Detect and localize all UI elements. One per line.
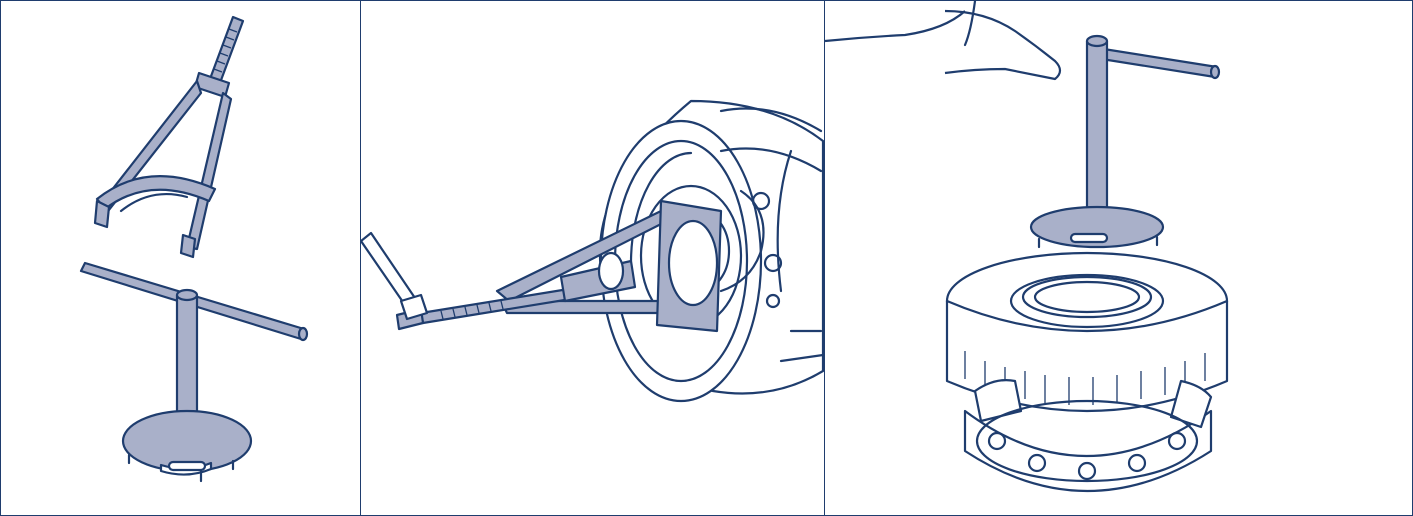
hand [825,1,1062,81]
panel-divider [360,0,361,516]
hub-drawing [361,99,824,403]
tools-drawing [79,15,309,483]
panel-puller-on-hub [361,1,824,515]
disc-drawing [825,1,1229,492]
t-handle-driver [79,261,309,483]
brake-disc [945,251,1229,413]
panel-driver-on-disc [825,1,1412,515]
panel-tools [1,1,360,515]
wheel-hub [963,379,1213,492]
t-handle-driver-in-use [1029,34,1221,249]
wrench [361,231,429,321]
puller-tool [93,15,245,259]
puller-on-hub [395,199,723,333]
panel-divider [824,0,825,516]
